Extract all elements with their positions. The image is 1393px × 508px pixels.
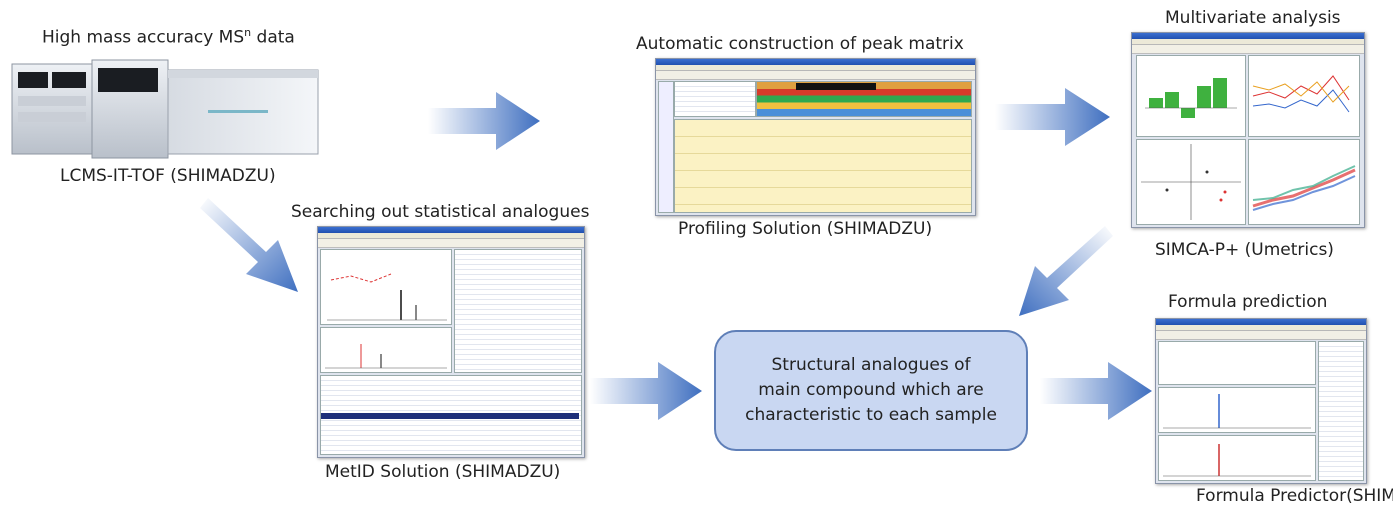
formula-spectrum-plot-1 <box>1163 394 1311 429</box>
formula-predictor-screenshot <box>1155 318 1367 484</box>
center-box-line-3: characteristic to each sample <box>745 405 997 425</box>
center-box-line-1: Structural analogues of <box>771 355 971 375</box>
formula-spectrum-plot-2 <box>1163 444 1311 477</box>
formula-prediction-label: Formula prediction <box>1168 292 1328 312</box>
simca-bar-plot <box>1145 78 1237 118</box>
searching-label: Searching out statistical analogues <box>291 202 590 222</box>
metid-chromatogram-plot <box>325 344 447 369</box>
peak-matrix-label: Automatic construction of peak matrix <box>636 34 964 54</box>
formula-predictor-label: Formula Predictor(SHIMADZU) <box>1196 486 1393 506</box>
arrow-profiling-to-simca <box>995 88 1110 146</box>
lcms-label: LCMS-IT-TOF (SHIMADZU) <box>60 166 276 186</box>
metid-solution-screenshot <box>317 226 585 458</box>
metid-spectrum-plot <box>327 273 447 321</box>
profiling-label: Profiling Solution (SHIMADZU) <box>678 219 933 239</box>
multivariate-label: Multivariate analysis <box>1165 8 1341 28</box>
metid-label: MetID Solution (SHIMADZU) <box>325 462 561 482</box>
arrow-metid-to-box <box>590 362 702 420</box>
simca-label: SIMCA-P+ (Umetrics) <box>1155 240 1334 260</box>
ms-data-label: High mass accuracy MSn data <box>42 26 295 48</box>
simca-line-plot <box>1252 75 1350 113</box>
profiling-solution-screenshot <box>655 58 976 216</box>
lcms-instrument-image <box>8 58 323 162</box>
arrow-simca-to-formula <box>1019 226 1113 316</box>
structural-analogues-box: Structural analogues of main compound wh… <box>714 330 1028 451</box>
simca-score-plot <box>1141 144 1241 220</box>
arrow-box-to-formula-predictor <box>1040 362 1152 420</box>
simca-screenshot <box>1131 32 1365 228</box>
arrow-instrument-to-metid <box>200 198 298 292</box>
center-box-line-2: main compound which are <box>758 380 984 400</box>
simca-trend-plot <box>1252 165 1356 211</box>
arrow-instrument-to-profiling <box>428 92 540 150</box>
